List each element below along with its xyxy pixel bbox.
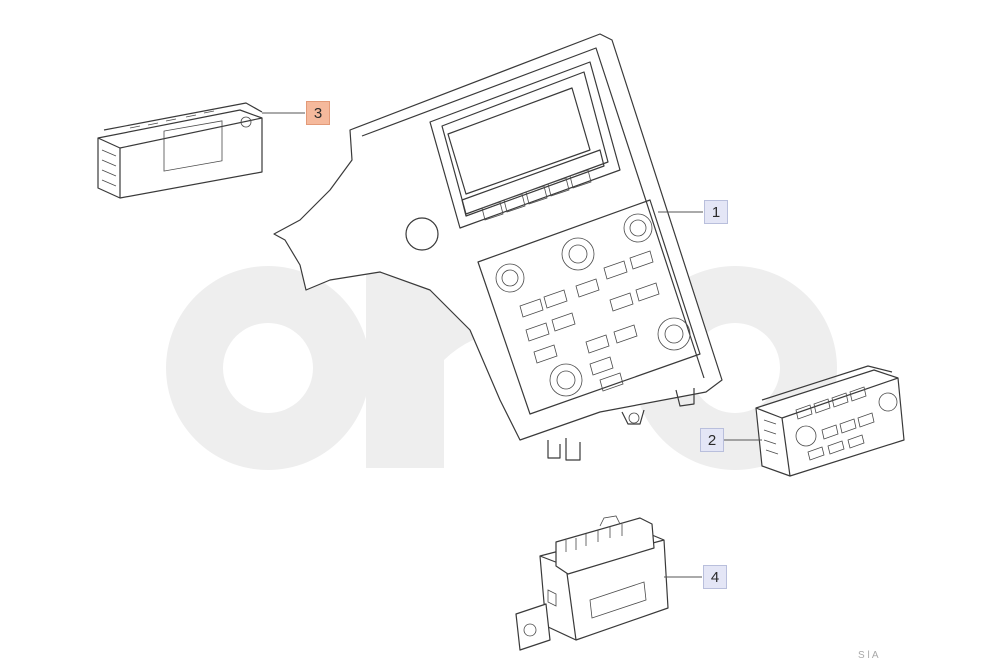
part-2-climate-module[interactable] <box>755 365 905 477</box>
callout-3-highlighted[interactable]: 3 <box>306 101 330 125</box>
corner-note: S l A <box>858 650 879 661</box>
part-1-center-bezel[interactable] <box>273 33 723 461</box>
part-4-control-unit[interactable] <box>515 515 669 651</box>
leader-lines <box>262 112 762 578</box>
callout-4[interactable]: 4 <box>703 565 727 589</box>
callout-1[interactable]: 1 <box>704 200 728 224</box>
callout-2[interactable]: 2 <box>700 428 724 452</box>
part-3-display-module[interactable] <box>97 102 263 199</box>
